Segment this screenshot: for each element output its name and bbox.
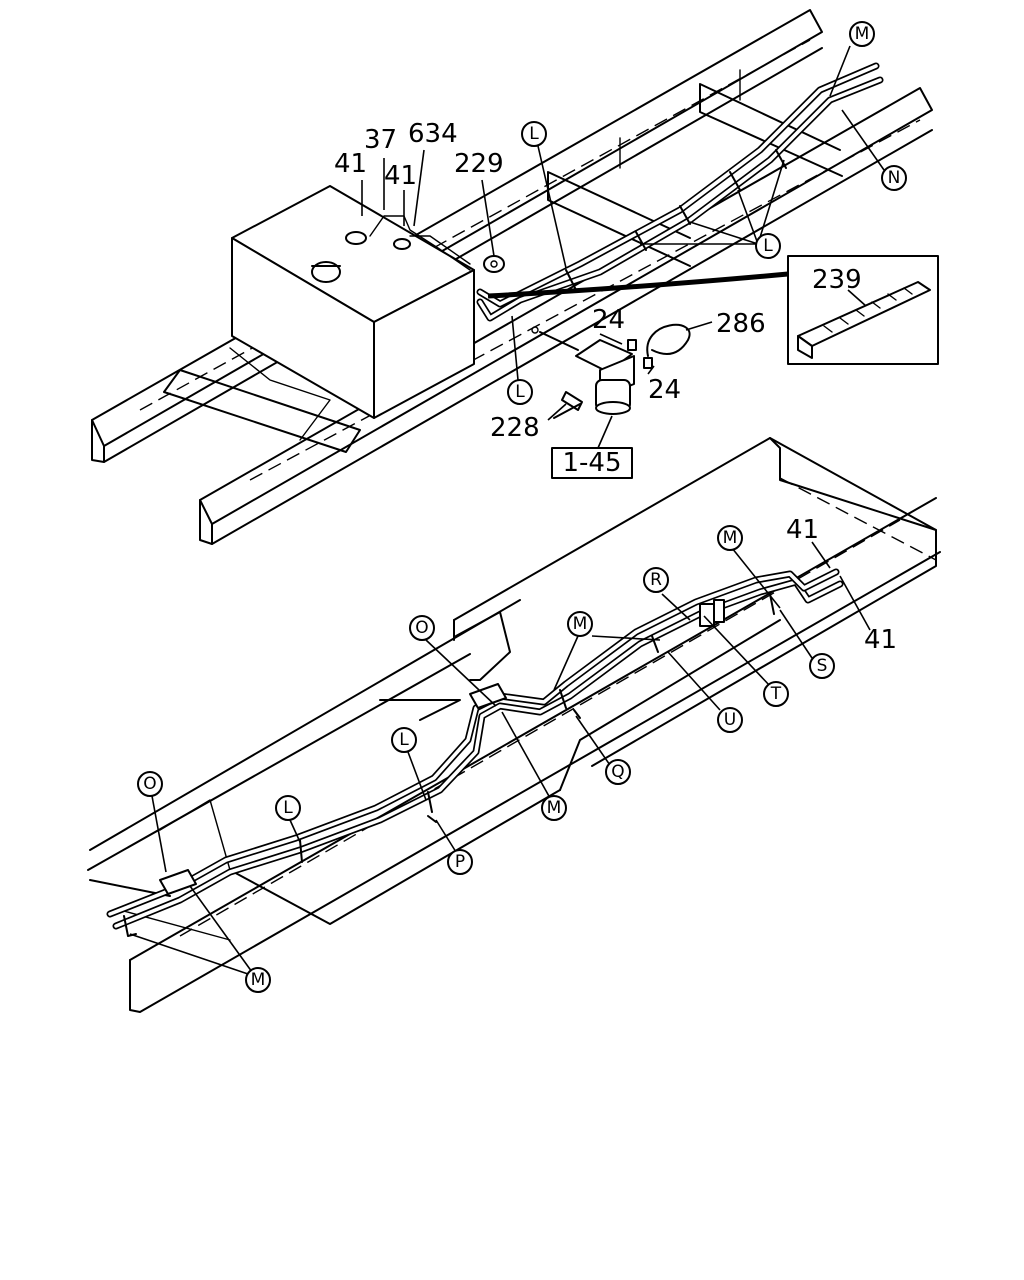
svg-text:O: O (415, 618, 428, 638)
part-label-41: 41 (334, 149, 367, 179)
part-label-41: 41 (786, 515, 819, 545)
svg-text:L: L (763, 236, 773, 256)
cable-tie-detail-box (487, 255, 939, 365)
svg-text:L: L (283, 798, 293, 818)
callout-o: O (409, 615, 435, 641)
part-label-24: 24 (648, 375, 681, 405)
callout-l: L (275, 795, 301, 821)
part-label-37: 37 (364, 125, 397, 155)
lower-fuel-lines (106, 568, 844, 937)
part-label-41: 41 (384, 161, 417, 191)
part-label-634: 634 (408, 119, 458, 149)
svg-text:L: L (399, 730, 409, 750)
callout-m: M (245, 967, 271, 993)
reference-box-1-45: 1-45 (551, 447, 633, 479)
callout-m: M (567, 611, 593, 637)
part-label-24: 24 (592, 305, 625, 335)
callout-m: M (717, 525, 743, 551)
svg-text:P: P (455, 852, 465, 872)
callout-l: L (755, 233, 781, 259)
svg-text:M: M (723, 528, 738, 548)
svg-text:R: R (650, 570, 662, 590)
callout-m: M (541, 795, 567, 821)
callout-m: M (849, 21, 875, 47)
reference-label: 1-45 (562, 448, 621, 478)
svg-text:N: N (888, 168, 901, 188)
lower-leader-lines (129, 541, 871, 975)
fuel-tank (231, 185, 475, 419)
callout-p: P (447, 849, 473, 875)
upper-fuel-lines (369, 62, 884, 322)
svg-text:M: M (251, 970, 266, 990)
part-label-286: 286 (716, 309, 766, 339)
callout-u: U (717, 707, 743, 733)
part-label-228: 228 (490, 413, 540, 443)
svg-text:T: T (770, 684, 782, 704)
callout-o: O (137, 771, 163, 797)
callout-l: L (521, 121, 547, 147)
callout-s: S (809, 653, 835, 679)
svg-text:M: M (855, 24, 870, 44)
callout-n: N (881, 165, 907, 191)
callout-l: L (391, 727, 417, 753)
callout-t: T (763, 681, 789, 707)
part-label-239: 239 (812, 265, 862, 295)
fuel-filter-assembly (483, 255, 691, 419)
letter-callouts: M N L L L M R M O S T U Q M L L P O M (137, 21, 907, 993)
callout-l: L (507, 379, 533, 405)
svg-text:O: O (143, 774, 156, 794)
upper-leader-lines (361, 45, 885, 449)
svg-text:U: U (724, 710, 736, 730)
part-label-229: 229 (454, 149, 504, 179)
callout-r: R (643, 567, 669, 593)
part-number-labels: 41 37 41 634 229 239 286 24 24 228 41 41 (334, 119, 897, 655)
upper-chassis-frame (91, 9, 933, 545)
svg-text:M: M (547, 798, 562, 818)
svg-text:L: L (515, 382, 525, 402)
svg-text:M: M (573, 614, 588, 634)
part-label-41: 41 (864, 625, 897, 655)
svg-text:L: L (529, 124, 539, 144)
svg-text:S: S (817, 656, 828, 676)
svg-text:Q: Q (611, 762, 624, 782)
callout-q: Q (605, 759, 631, 785)
